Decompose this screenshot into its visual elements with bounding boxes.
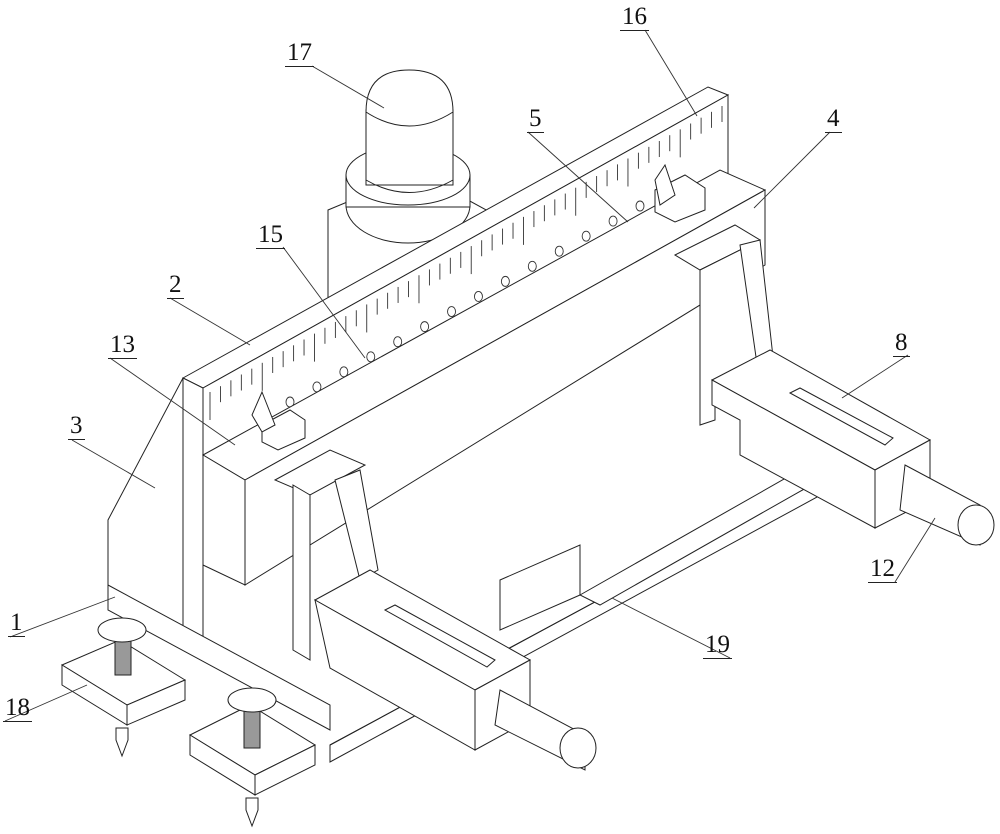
ruler-hole	[500, 275, 510, 287]
lamp-17	[345, 69, 471, 244]
ruler-hole	[554, 245, 564, 257]
ruler-hole	[474, 291, 483, 302]
callout-3: 3	[68, 412, 85, 440]
leader-4	[753, 131, 831, 209]
foot-18-right	[188, 687, 317, 828]
callout-16: 16	[620, 3, 649, 31]
leader-5	[527, 131, 629, 223]
support-bar-4	[201, 169, 767, 586]
leader-17	[311, 65, 385, 109]
clamp-left	[273, 449, 379, 661]
ruler-hole	[608, 215, 618, 227]
slider-5	[654, 163, 706, 223]
foot-18-left	[60, 617, 187, 758]
leader-3	[71, 439, 156, 489]
callout-8: 8	[893, 329, 910, 357]
callout-12: 12	[868, 555, 897, 583]
callout-13: 13	[108, 331, 137, 359]
callout-15: 15	[256, 221, 285, 249]
handle-12	[899, 464, 995, 546]
ruler-hole	[393, 336, 403, 348]
handle-left	[494, 689, 597, 771]
leader-2	[169, 297, 251, 346]
ruler-hole	[527, 260, 537, 272]
callout-19: 19	[703, 631, 732, 659]
ruler-hole	[366, 351, 376, 363]
leader-lines	[4, 29, 936, 722]
leader-1	[9, 596, 116, 638]
callout-5: 5	[527, 105, 544, 133]
callout-18: 18	[3, 694, 32, 722]
leader-12	[894, 517, 936, 583]
callout-4: 4	[825, 105, 842, 133]
leader-15	[282, 246, 366, 359]
ruler-scale-16	[209, 106, 723, 420]
leader-18	[4, 684, 88, 722]
base-block-1	[107, 520, 331, 731]
leader-13	[109, 357, 236, 446]
ruler-hole	[581, 230, 591, 242]
ruler-hole	[447, 306, 456, 317]
callout-1: 1	[8, 609, 25, 637]
leader-19	[611, 597, 731, 659]
leader-16	[644, 29, 698, 117]
callout-2: 2	[167, 271, 184, 299]
callout-17: 17	[285, 39, 314, 67]
slider-13	[251, 390, 306, 451]
leader-8	[841, 354, 909, 399]
ruler-hole	[420, 321, 430, 333]
ruler-hole	[635, 200, 645, 212]
